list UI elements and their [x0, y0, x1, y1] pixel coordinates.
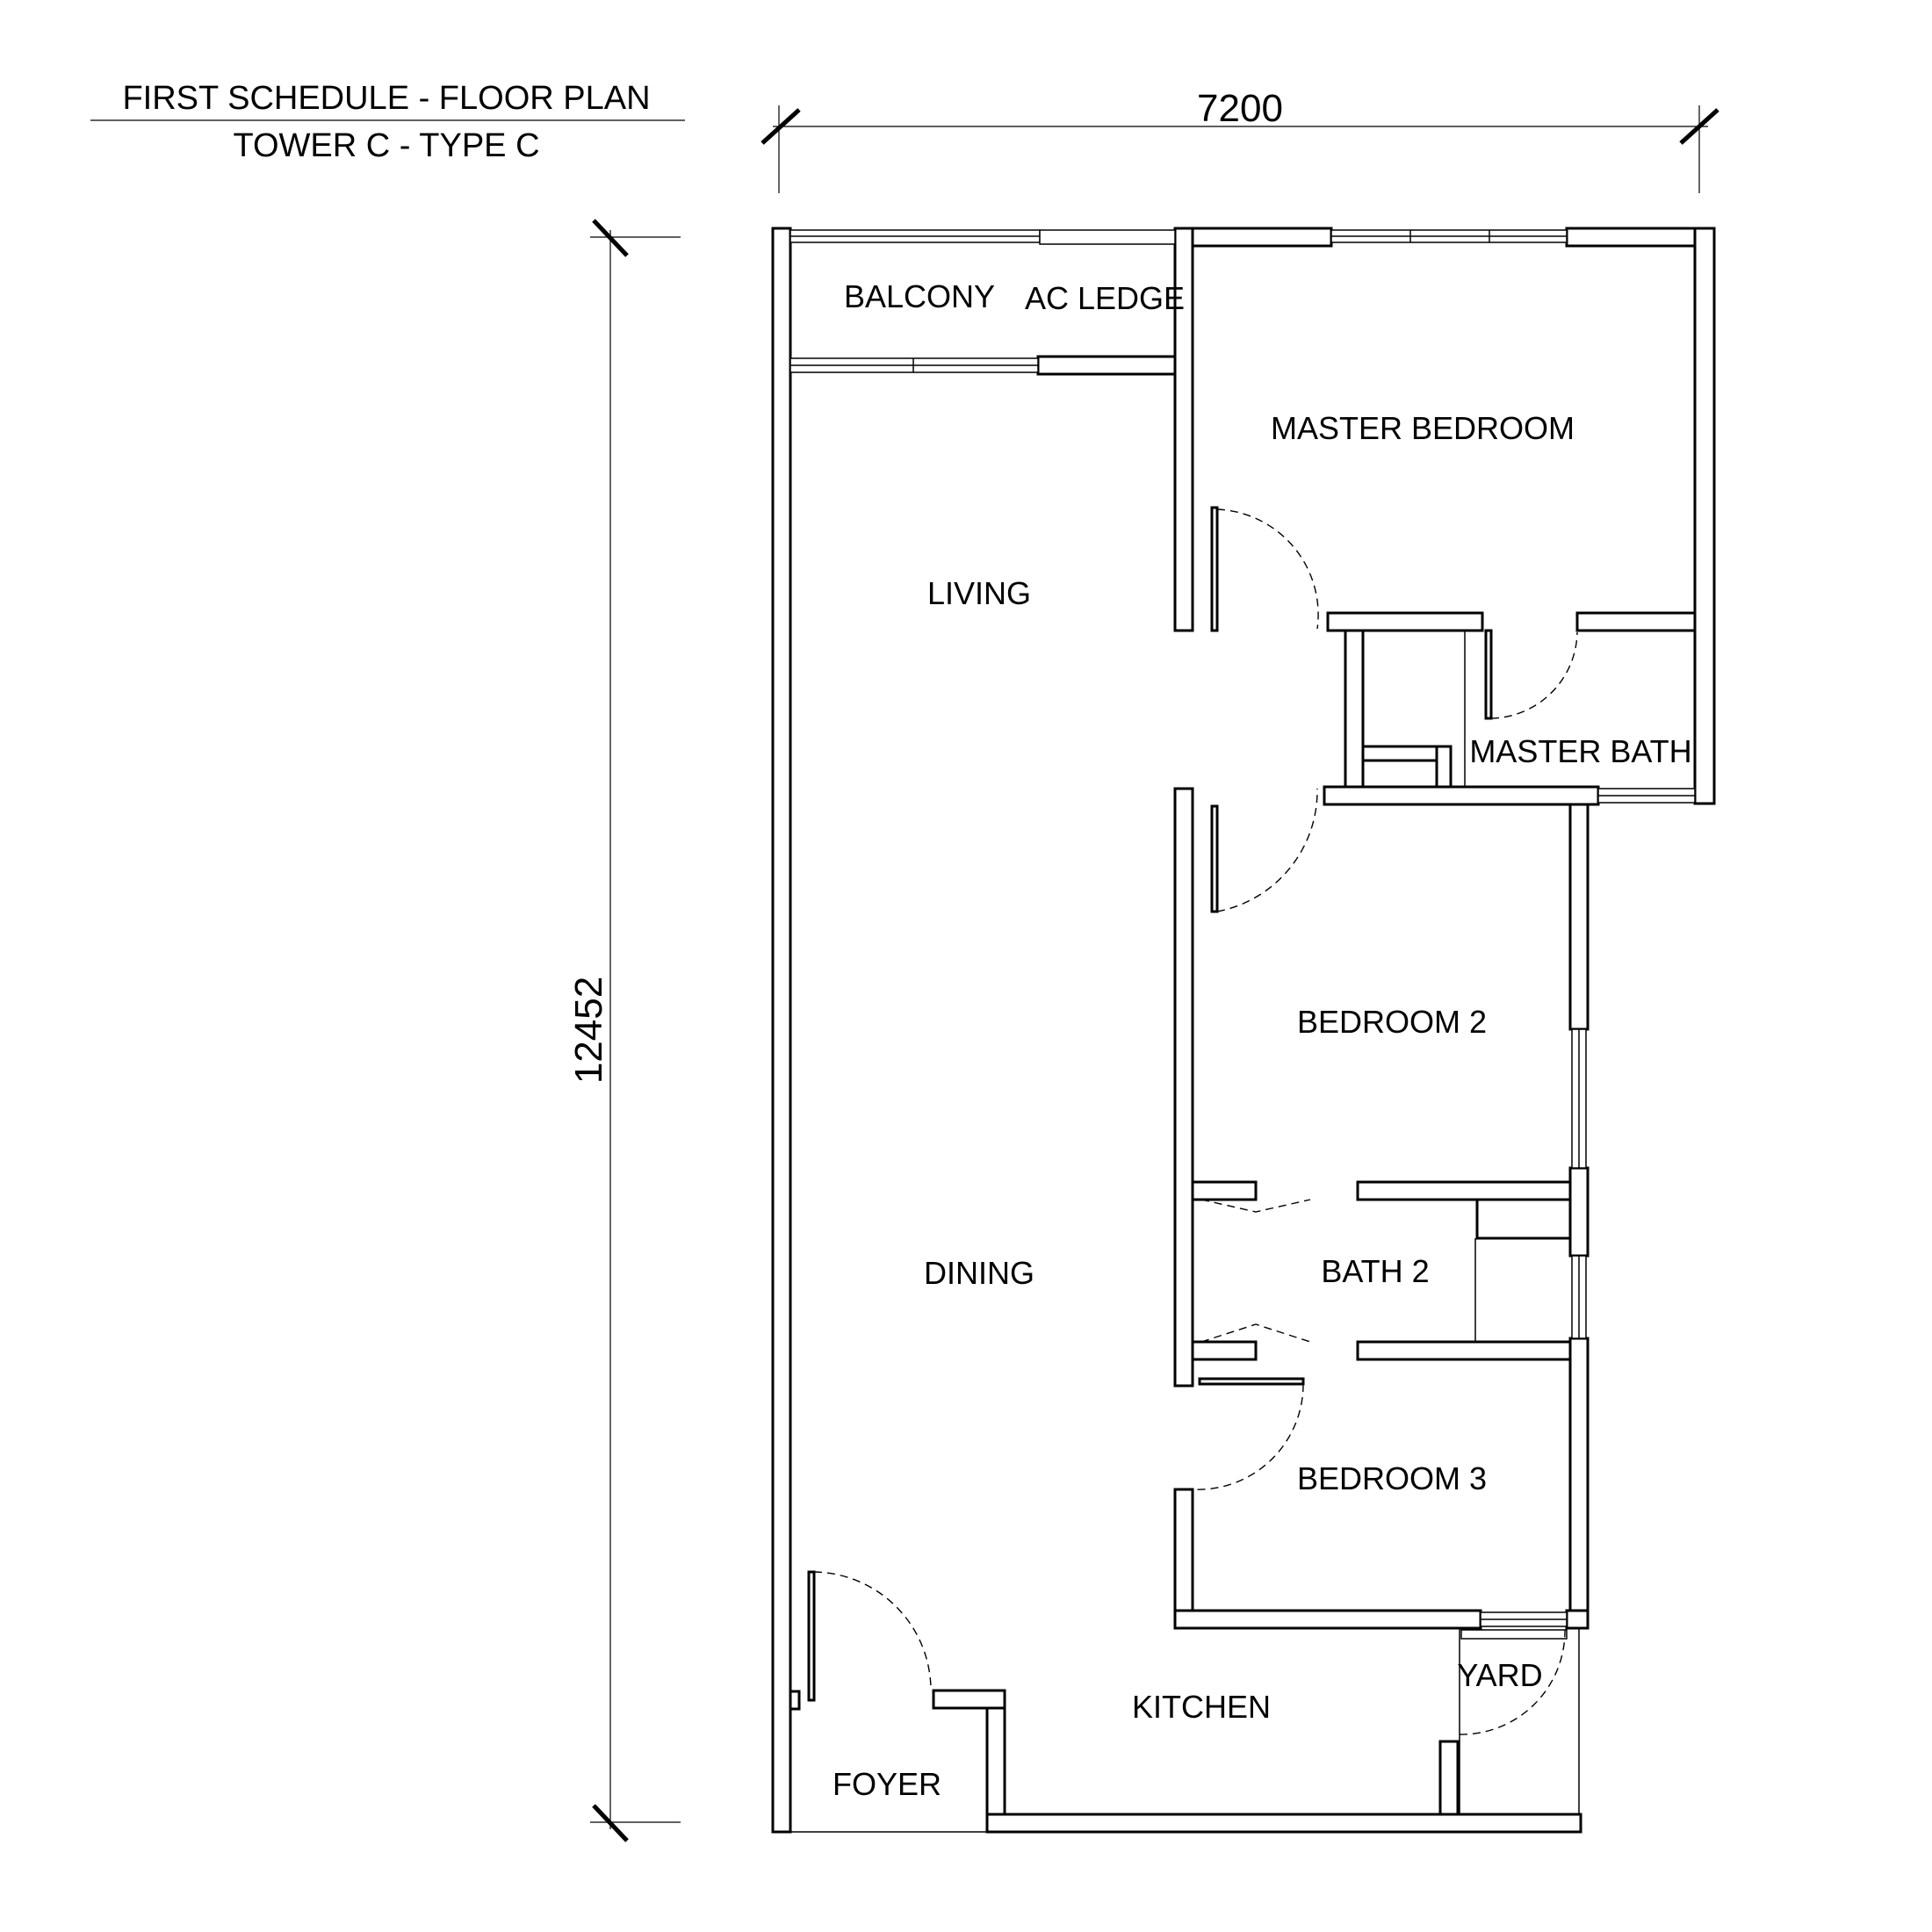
- wall-bath2-top-left: [1191, 1180, 1258, 1201]
- room-label-bath-2: BATH 2: [1321, 1253, 1429, 1289]
- room-label-living: LIVING: [927, 575, 1031, 611]
- room-label-yard: YARD: [1457, 1657, 1542, 1693]
- bath2-bottom-folding-door: [1200, 1323, 1311, 1343]
- width-dimension: 7200: [761, 87, 1719, 193]
- room-label-bedroom-3: BEDROOM 3: [1297, 1460, 1487, 1496]
- room-labels: BALCONY AC LEDGE MASTER BEDROOM LIVING M…: [833, 278, 1692, 1802]
- windows: [789, 229, 1696, 1640]
- width-dim-tick-left: [761, 108, 801, 145]
- ac-ledge-grille: [1039, 229, 1176, 245]
- wall-bedroom3-left: [1173, 1488, 1194, 1630]
- room-label-master-bedroom: MASTER BEDROOM: [1271, 410, 1575, 446]
- wall-bedroom3-right: [1568, 1337, 1590, 1630]
- room-label-foyer: FOYER: [833, 1766, 941, 1802]
- bath2-fixture: [1475, 1198, 1572, 1240]
- title-block: FIRST SCHEDULE - FLOOR PLAN TOWER C - TY…: [90, 80, 685, 164]
- master-door-leaf: [1210, 506, 1219, 632]
- wall-master-bath-top-left: [1326, 611, 1484, 632]
- bedroom2-door-leaf: [1210, 804, 1219, 913]
- wall-master-top-right: [1565, 227, 1716, 248]
- plan-subtitle: TOWER C - TYPE C: [233, 127, 539, 164]
- width-dim-tick-right: [1679, 108, 1719, 145]
- height-dim-tick-top: [592, 219, 629, 257]
- wall-bedroom2-right-mid: [1568, 1166, 1590, 1258]
- wall-foyer-return: [932, 1689, 1006, 1710]
- master-bath-door-leaf: [1484, 629, 1493, 720]
- wall-bedroom3-bottom-corner: [1565, 1609, 1590, 1630]
- room-label-balcony: BALCONY: [844, 278, 995, 314]
- wall-left-exterior: [771, 227, 792, 1834]
- room-label-dining: DINING: [924, 1255, 1034, 1291]
- wall-master-left: [1173, 227, 1194, 632]
- height-dimension: 12452: [567, 219, 681, 1842]
- walls: [771, 227, 1716, 1834]
- wall-bedroom2-right-upper: [1568, 803, 1590, 1031]
- wall-bedroom3-bottom: [1173, 1609, 1482, 1630]
- master-bedroom-door-swing: [1216, 508, 1319, 630]
- bedroom3-door-leaf: [1198, 1377, 1305, 1386]
- plan-title: FIRST SCHEDULE - FLOOR PLAN: [122, 80, 650, 117]
- height-dim-tick-bottom: [592, 1804, 629, 1842]
- bedroom3-door-swing: [1192, 1383, 1304, 1490]
- wall-balcony-divider: [1036, 355, 1177, 376]
- wall-bath2-top-right: [1356, 1180, 1572, 1201]
- bath2-top-folding-door: [1200, 1199, 1311, 1213]
- wall-master-bath-left: [1344, 629, 1365, 790]
- width-dim-label: 7200: [1197, 87, 1283, 130]
- room-label-master-bath: MASTER BATH: [1469, 733, 1691, 769]
- room-label-bedroom-2: BEDROOM 2: [1297, 1004, 1487, 1040]
- room-label-kitchen: KITCHEN: [1132, 1689, 1271, 1725]
- wall-bath2-bottom-right: [1356, 1340, 1572, 1361]
- master-bath-door-swing: [1490, 631, 1578, 719]
- wall-right-exterior-master: [1693, 227, 1716, 805]
- wall-bedroom2-left: [1173, 787, 1194, 1388]
- wall-master-bath-top-right: [1575, 611, 1697, 632]
- wall-master-top-left: [1173, 227, 1333, 248]
- door-swings: [813, 508, 1578, 1735]
- room-label-ac-ledge: AC LEDGE: [1025, 280, 1185, 316]
- entry-door-jamb: [789, 1690, 801, 1711]
- wall-master-bath-bottom: [1323, 785, 1600, 806]
- height-dim-label: 12452: [567, 977, 610, 1084]
- entry-door-leaf: [807, 1570, 816, 1702]
- wall-yard-stub: [1438, 1740, 1460, 1816]
- yard-door-swing: [1459, 1629, 1566, 1735]
- yard-grille: [1460, 1629, 1568, 1640]
- bedroom2-door-swing: [1216, 788, 1318, 912]
- wall-bath2-bottom-left: [1191, 1340, 1258, 1361]
- entry-door-swing: [813, 1571, 932, 1691]
- master-bath-fixture-side: [1435, 745, 1453, 790]
- wall-bottom-exterior: [985, 1813, 1582, 1834]
